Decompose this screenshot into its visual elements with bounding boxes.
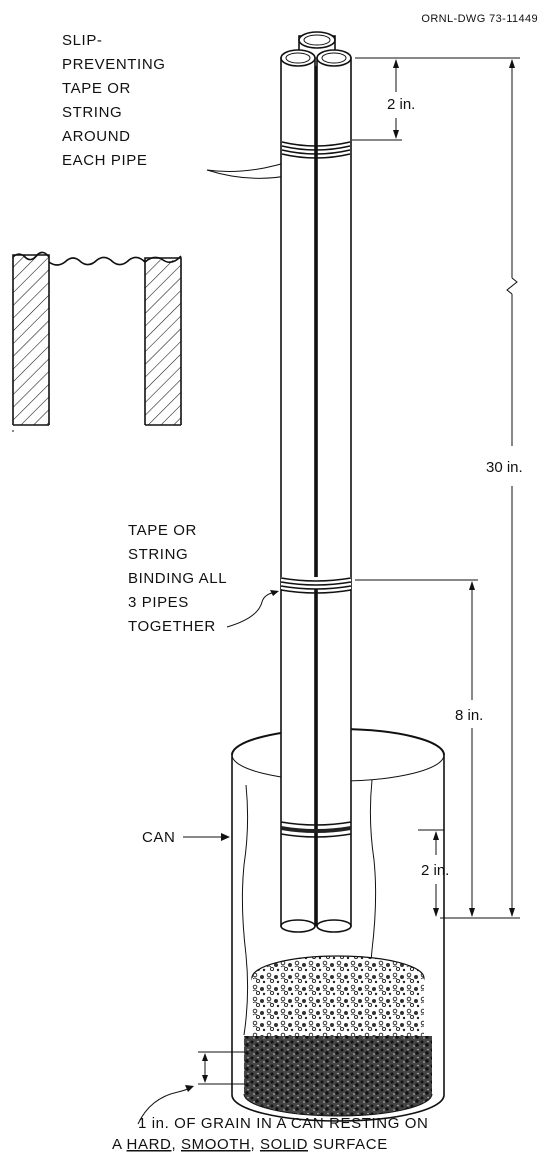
dim-lower-gap: 2 in. [418, 829, 449, 917]
caption-solid: SOLID [260, 1136, 308, 1153]
slip-label-line: EACH PIPE [62, 152, 147, 169]
dim-top-gap-text: 2 in. [387, 96, 415, 113]
caption-line-2: A HARD, SMOOTH, SOLID SURFACE [112, 1136, 388, 1153]
binding-label-line: 3 PIPES [128, 594, 189, 611]
slip-preventing-label: SLIP- PREVENTING TAPE OR STRING AROUND E… [62, 32, 166, 169]
dim-binding-to-bottom-text: 8 in. [455, 707, 483, 724]
slip-label-line: STRING [62, 104, 122, 121]
binding-leader-arrow [270, 590, 279, 596]
caption-hard: HARD [127, 1136, 172, 1153]
binding-tape-lower [280, 821, 352, 838]
pipe-bundle [280, 31, 352, 933]
grain-leader-arrow [185, 1085, 194, 1092]
binding-label-line: TOGETHER [128, 618, 216, 635]
caption-suffix: SURFACE [308, 1136, 388, 1153]
slip-label-line: PREVENTING [62, 56, 166, 73]
dim-total-length: 30 in. [402, 57, 523, 919]
caption-prefix: A [112, 1136, 127, 1153]
binding-label-line: BINDING ALL [128, 570, 227, 587]
binding-label-line: STRING [128, 546, 188, 563]
binding-label-line: TAPE OR [128, 522, 197, 539]
dim-top-gap: 2 in. [352, 57, 415, 141]
slip-label-line: AROUND [62, 128, 131, 145]
dim-binding-to-bottom: 8 in. [355, 579, 483, 917]
caption-smooth: SMOOTH [181, 1136, 250, 1153]
dim-grain-depth [198, 1051, 245, 1085]
dim-lower-gap-text: 2 in. [421, 862, 449, 879]
slip-label-line: TAPE OR [62, 80, 131, 97]
slip-preventing-tape [281, 141, 351, 159]
can-leader-arrow [221, 833, 230, 841]
drawing-number: ORNL-DWG 73-11449 [421, 13, 538, 25]
caption-sep: , [171, 1136, 181, 1153]
slip-label-line: SLIP- [62, 32, 103, 49]
can-label: CAN [142, 829, 175, 846]
binding-tape-upper [280, 577, 352, 594]
pipe-section-detail [12, 251, 182, 432]
binding-leader [226, 591, 277, 628]
can [231, 728, 445, 1122]
binding-label: TAPE OR STRING BINDING ALL 3 PIPES TOGET… [128, 522, 227, 635]
caption-line-1: 1 in. OF GRAIN IN A CAN RESTING ON [138, 1115, 428, 1132]
caption-sep: , [250, 1136, 260, 1153]
dim-total-length-text: 30 in. [486, 459, 523, 476]
